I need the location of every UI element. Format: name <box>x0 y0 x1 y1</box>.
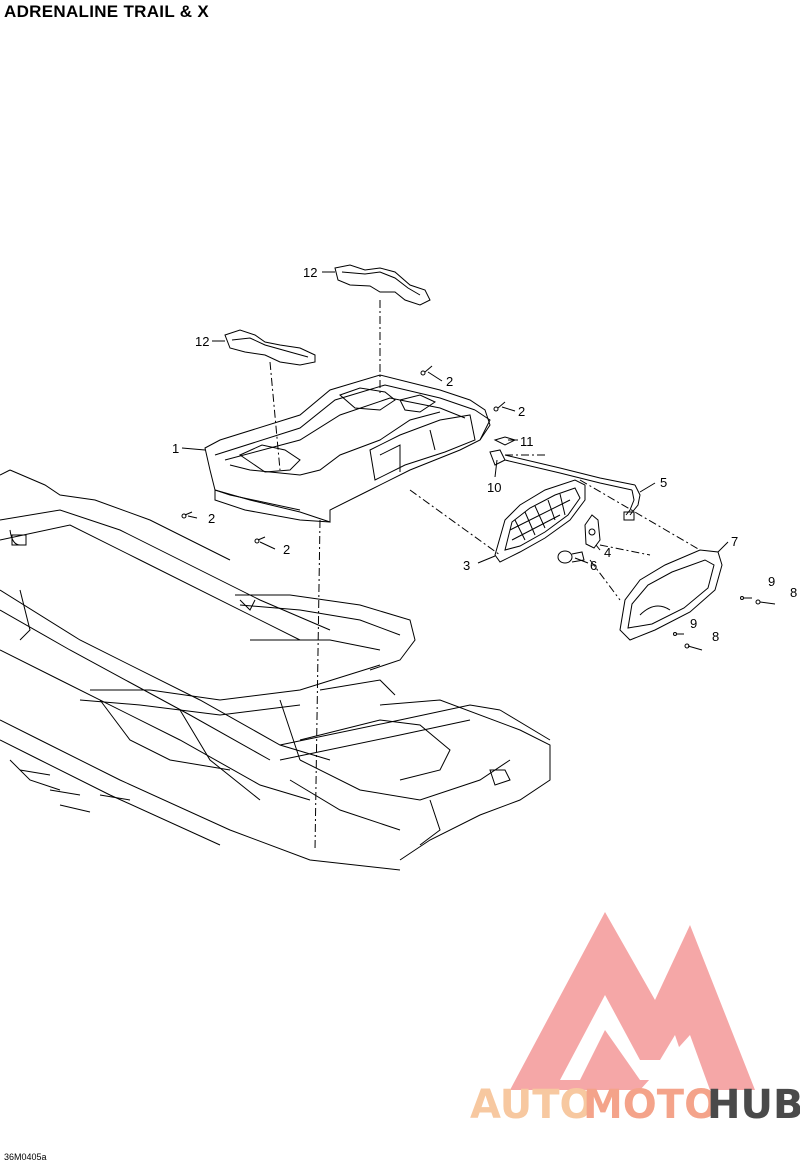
callout-7: 7 <box>731 534 738 549</box>
callout-2-b: 2 <box>518 404 525 419</box>
callout-labels: 12 12 1 2 2 2 2 11 10 5 3 4 6 7 9 8 9 8 <box>172 265 797 644</box>
chassis-frame <box>0 469 551 871</box>
callout-5: 5 <box>660 475 667 490</box>
part-11-clip <box>493 436 517 446</box>
watermark-moto: MOTO <box>583 1082 718 1128</box>
watermark-hub: HUB <box>707 1082 800 1128</box>
part-1-rear-housing <box>204 374 491 523</box>
callout-6: 6 <box>590 558 597 573</box>
part-10-connector <box>489 449 506 466</box>
fasteners <box>181 365 776 651</box>
callout-4: 4 <box>604 545 611 560</box>
callout-2-c: 2 <box>208 511 215 526</box>
callout-9-b: 9 <box>690 616 697 631</box>
part-7-lens <box>619 549 723 641</box>
part-12-gasket-lower <box>224 329 316 366</box>
diagram-title: ADRENALINE TRAIL & X <box>4 2 209 21</box>
callout-3: 3 <box>463 558 470 573</box>
part-12-gasket-upper <box>334 264 431 306</box>
assembly-lines <box>269 300 701 851</box>
drawing-code: 36M0405a <box>4 1152 47 1162</box>
callout-1: 1 <box>172 441 179 456</box>
callout-2-a: 2 <box>446 374 453 389</box>
part-3-tail-light <box>494 479 586 563</box>
callout-9-a: 9 <box>768 574 775 589</box>
watermark-auto: AUTO <box>470 1082 594 1128</box>
callout-12-upper: 12 <box>303 265 317 280</box>
part-5-harness <box>504 454 641 521</box>
callout-10: 10 <box>487 480 501 495</box>
callout-8-a: 8 <box>790 585 797 600</box>
callout-11: 11 <box>520 434 534 449</box>
callout-12-lower: 12 <box>195 334 209 349</box>
part-4-bulb-socket <box>584 514 601 549</box>
callout-leaders <box>181 271 729 564</box>
watermark-logo <box>510 912 755 1090</box>
callout-8-b: 8 <box>712 629 719 644</box>
part-6-bulb <box>557 550 585 564</box>
callout-2-d: 2 <box>283 542 290 557</box>
watermark-text: AUTO MOTO HUB <box>470 1082 800 1128</box>
